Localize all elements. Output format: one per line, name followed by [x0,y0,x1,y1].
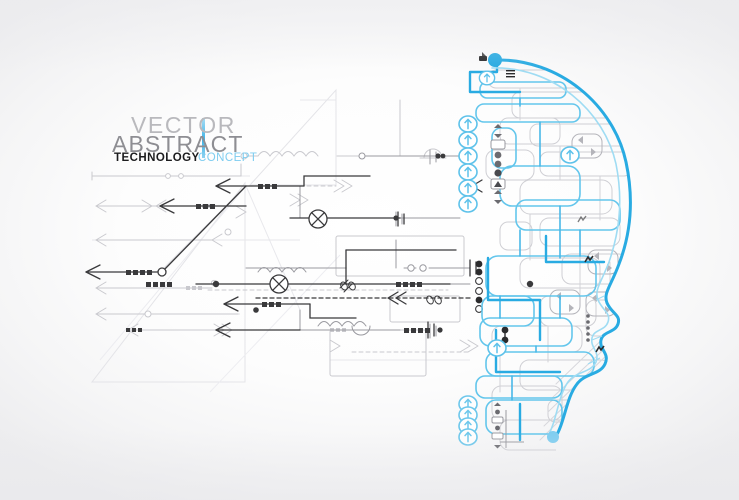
title-line-concept: CONCEPT [198,152,258,164]
light-dashed-runs [207,185,471,353]
title-line-abstract: ABSTRACT [112,131,244,157]
light-blocks [329,235,465,377]
title-line-vector: VECTOR [130,112,236,138]
inductor-coil-top [257,151,319,157]
top-glyph [479,52,487,61]
crossed-circle-group [269,209,328,294]
title-line-technology: TECHNOLOGY [114,152,200,164]
control-strip-side [586,314,590,342]
rail-ring-a [165,173,171,179]
micro-glyphs [577,215,605,353]
dash-run-blocks [126,184,430,333]
inductor-coil-bottom [317,321,367,327]
trace-b [309,303,357,319]
head-profile-outline [492,58,632,440]
diagonal-b [245,185,301,311]
inductor-coil-mid [257,267,307,273]
face-feature-lines [587,295,605,365]
diagonal-c [99,185,247,361]
node-top [488,53,502,67]
hamburger-glyph [506,70,515,78]
head-profile-inner-echo [491,67,621,437]
title-accent-bar [202,118,205,158]
trace-a [303,175,371,187]
control-strip-main [490,124,506,204]
phase-markers [339,279,442,305]
terminal-dots [212,153,534,333]
light-chevrons [141,179,479,353]
diagonal-d [209,254,341,393]
triangle-upper [248,88,337,186]
control-strip-bottom [491,402,524,449]
title-block: VECTOR ABSTRACT TECHNOLOGY CONCEPT [112,112,257,164]
hero-diagonal [161,185,247,273]
node-bottom [547,431,559,443]
arc-symbol-bottom [351,325,371,336]
rail-ring-b [178,173,184,179]
terminal-pin-column [475,260,509,344]
